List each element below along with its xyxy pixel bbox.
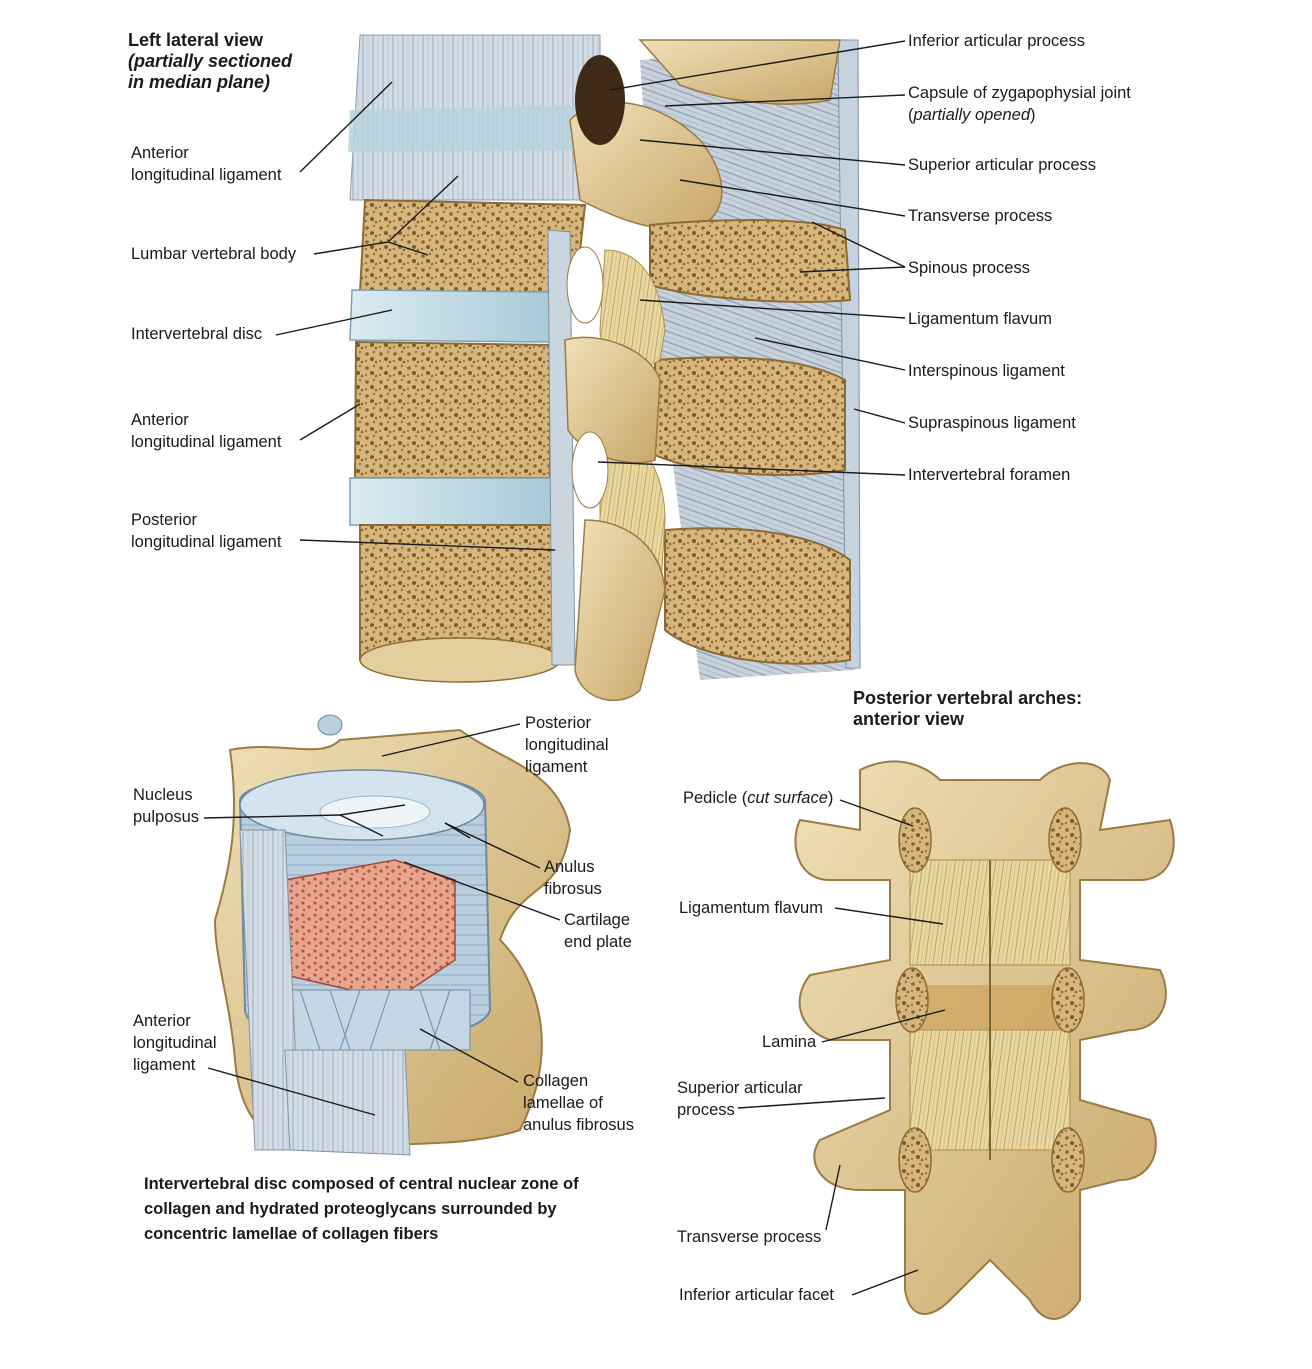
label-pedicle: Pedicle (cut surface)	[683, 787, 833, 809]
label-nucleus-1: Nucleus	[133, 786, 193, 804]
label-supraspinous-ligament: Supraspinous ligament	[908, 414, 1076, 432]
label-intervertebral-foramen: Intervertebral foramen	[908, 466, 1071, 484]
label-cartilage-1: Cartilage	[564, 911, 631, 929]
vertebral-body-base	[359, 637, 561, 683]
label-arches-transverse-process: Transverse process	[677, 1228, 822, 1246]
pedicle-text-post: )	[827, 789, 834, 807]
label-ligamentum-flavum: Ligamentum flavum	[908, 310, 1052, 328]
label-nucleus-2: pulposus	[133, 808, 200, 826]
spinous-process-1	[649, 219, 852, 303]
capsule-italic-note: partially opened	[913, 106, 1031, 124]
pedicle-cut-2	[1048, 807, 1082, 873]
pedicle-cut-3	[895, 967, 929, 1033]
post-ligament-stub	[317, 714, 343, 736]
label-anterior-ll-1-line1: Anterior	[131, 144, 189, 162]
label-cartilage-2: end plate	[564, 933, 632, 951]
lateral-view-subtitle-line2: in median plane)	[128, 72, 271, 92]
label-anterior-ll-2-line2: longitudinal ligament	[131, 433, 282, 451]
label-arches-sup-art-2: process	[677, 1101, 735, 1119]
disc-caption-line3: concentric lamellae of collagen fibers	[144, 1225, 439, 1243]
lateral-view-title-text: Left lateral view	[128, 30, 264, 50]
label-capsule-line1: Capsule of zygapophysial joint	[908, 84, 1131, 102]
label-capsule-zygapophysial: Capsule of zygapophysial joint (partiall…	[908, 82, 1131, 126]
disc-caption-line1: Intervertebral disc composed of central …	[144, 1175, 579, 1193]
leader-lines	[203, 40, 946, 1296]
label-disc-posterior-ll-2: longitudinal	[525, 736, 609, 754]
intervertebral-disc-2	[349, 477, 553, 526]
label-disc-posterior-ll-1: Posterior	[525, 714, 592, 732]
pedicle-cut-6	[1051, 1127, 1085, 1193]
label-arches-ligamentum-flavum: Ligamentum flavum	[679, 899, 823, 917]
disc-figure	[213, 714, 572, 1156]
label-collagen-1: Collagen	[523, 1072, 589, 1090]
label-arches-superior-articular: Superior articular process	[677, 1077, 803, 1121]
label-collagen-2: lamellae of	[523, 1094, 603, 1112]
pedicle-cut-5	[898, 1127, 932, 1193]
label-anterior-ll-2-line1: Anterior	[131, 411, 189, 429]
label-disc-anterior-ll: Anterior longitudinal ligament	[133, 1010, 216, 1076]
arches-title: Posterior vertebral arches: anterior vie…	[853, 688, 1082, 730]
label-anterior-ll-2: Anterior longitudinal ligament	[131, 409, 281, 453]
anterior-ll-sheet	[284, 1049, 411, 1156]
label-anterior-ll-1-line2: longitudinal ligament	[131, 166, 282, 184]
vertebral-body-2	[353, 340, 551, 479]
label-superior-articular-process: Superior articular process	[908, 156, 1096, 174]
spinous-process-3	[664, 527, 851, 665]
dark-foramen-top	[575, 55, 625, 145]
label-posterior-ll: Posterior longitudinal ligament	[131, 509, 281, 553]
label-anulus-fibrosus: Anulus fibrosus	[544, 856, 602, 900]
label-intervertebral-disc: Intervertebral disc	[131, 325, 263, 343]
disc-caption: Intervertebral disc composed of central …	[144, 1172, 624, 1247]
label-nucleus-pulposus: Nucleus pulposus	[133, 784, 199, 828]
intervertebral-foramen-2	[571, 431, 609, 509]
label-disc-anterior-ll-3: ligament	[133, 1056, 196, 1074]
label-inferior-articular-process: Inferior articular process	[908, 32, 1085, 50]
label-transverse-process: Transverse process	[908, 207, 1053, 225]
lateral-view-title: Left lateral view (partially sectioned i…	[128, 30, 292, 93]
pedicle-text-pre: Pedicle (	[683, 789, 748, 807]
label-lumbar-vertebral-body: Lumbar vertebral body	[131, 245, 297, 263]
label-disc-anterior-ll-2: longitudinal	[133, 1034, 217, 1052]
pedicle-cut-4	[1051, 967, 1085, 1033]
label-anulus-1: Anulus	[544, 858, 595, 876]
capsule-paren-close: )	[1030, 106, 1036, 124]
spinous-process-2	[654, 356, 846, 476]
intervertebral-foramen-1	[566, 246, 604, 324]
label-anterior-ll-1: Anterior longitudinal ligament	[131, 142, 281, 186]
label-collagen-3: anulus fibrosus	[523, 1116, 634, 1134]
lamellae-lines	[299, 989, 451, 1051]
lateral-view-subtitle-line1: (partially sectioned	[128, 51, 293, 71]
pedicle-cut-1	[898, 807, 932, 873]
label-spinous-process: Spinous process	[908, 259, 1030, 277]
pedicle-text-italic: cut surface	[747, 789, 828, 807]
label-disc-posterior-ll-3: ligament	[525, 758, 588, 776]
label-capsule-line2: (partially opened)	[908, 104, 1131, 126]
arches-figure	[794, 760, 1175, 1320]
lower-arch-shape	[574, 519, 666, 701]
label-disc-posterior-ll: Posterior longitudinal ligament	[525, 712, 608, 778]
inferior-articular-process-shape	[638, 39, 841, 105]
capsule-paren-open: (	[908, 106, 914, 124]
label-collagen-lamellae: Collagen lamellae of anulus fibrosus	[523, 1070, 634, 1136]
intervertebral-disc-1	[349, 289, 551, 343]
arches-title-line1: Posterior vertebral arches:	[853, 688, 1083, 708]
lateral-view-figure	[348, 34, 861, 701]
label-inferior-articular-facet: Inferior articular facet	[679, 1286, 834, 1304]
label-disc-anterior-ll-1: Anterior	[133, 1012, 191, 1030]
label-arches-sup-art-1: Superior articular	[677, 1079, 803, 1097]
arches-title-line2: anterior view	[853, 709, 965, 729]
disc-caption-line2: collagen and hydrated proteoglycans surr…	[144, 1200, 557, 1218]
label-cartilage-end-plate: Cartilage end plate	[564, 909, 632, 953]
label-posterior-ll-line2: longitudinal ligament	[131, 533, 282, 551]
disc-band-top	[348, 105, 600, 152]
label-posterior-ll-line1: Posterior	[131, 511, 198, 529]
label-anulus-2: fibrosus	[544, 880, 602, 898]
nucleus-pulposus-shape	[319, 795, 431, 829]
label-interspinous-ligament: Interspinous ligament	[908, 362, 1065, 380]
label-lamina: Lamina	[762, 1033, 817, 1051]
